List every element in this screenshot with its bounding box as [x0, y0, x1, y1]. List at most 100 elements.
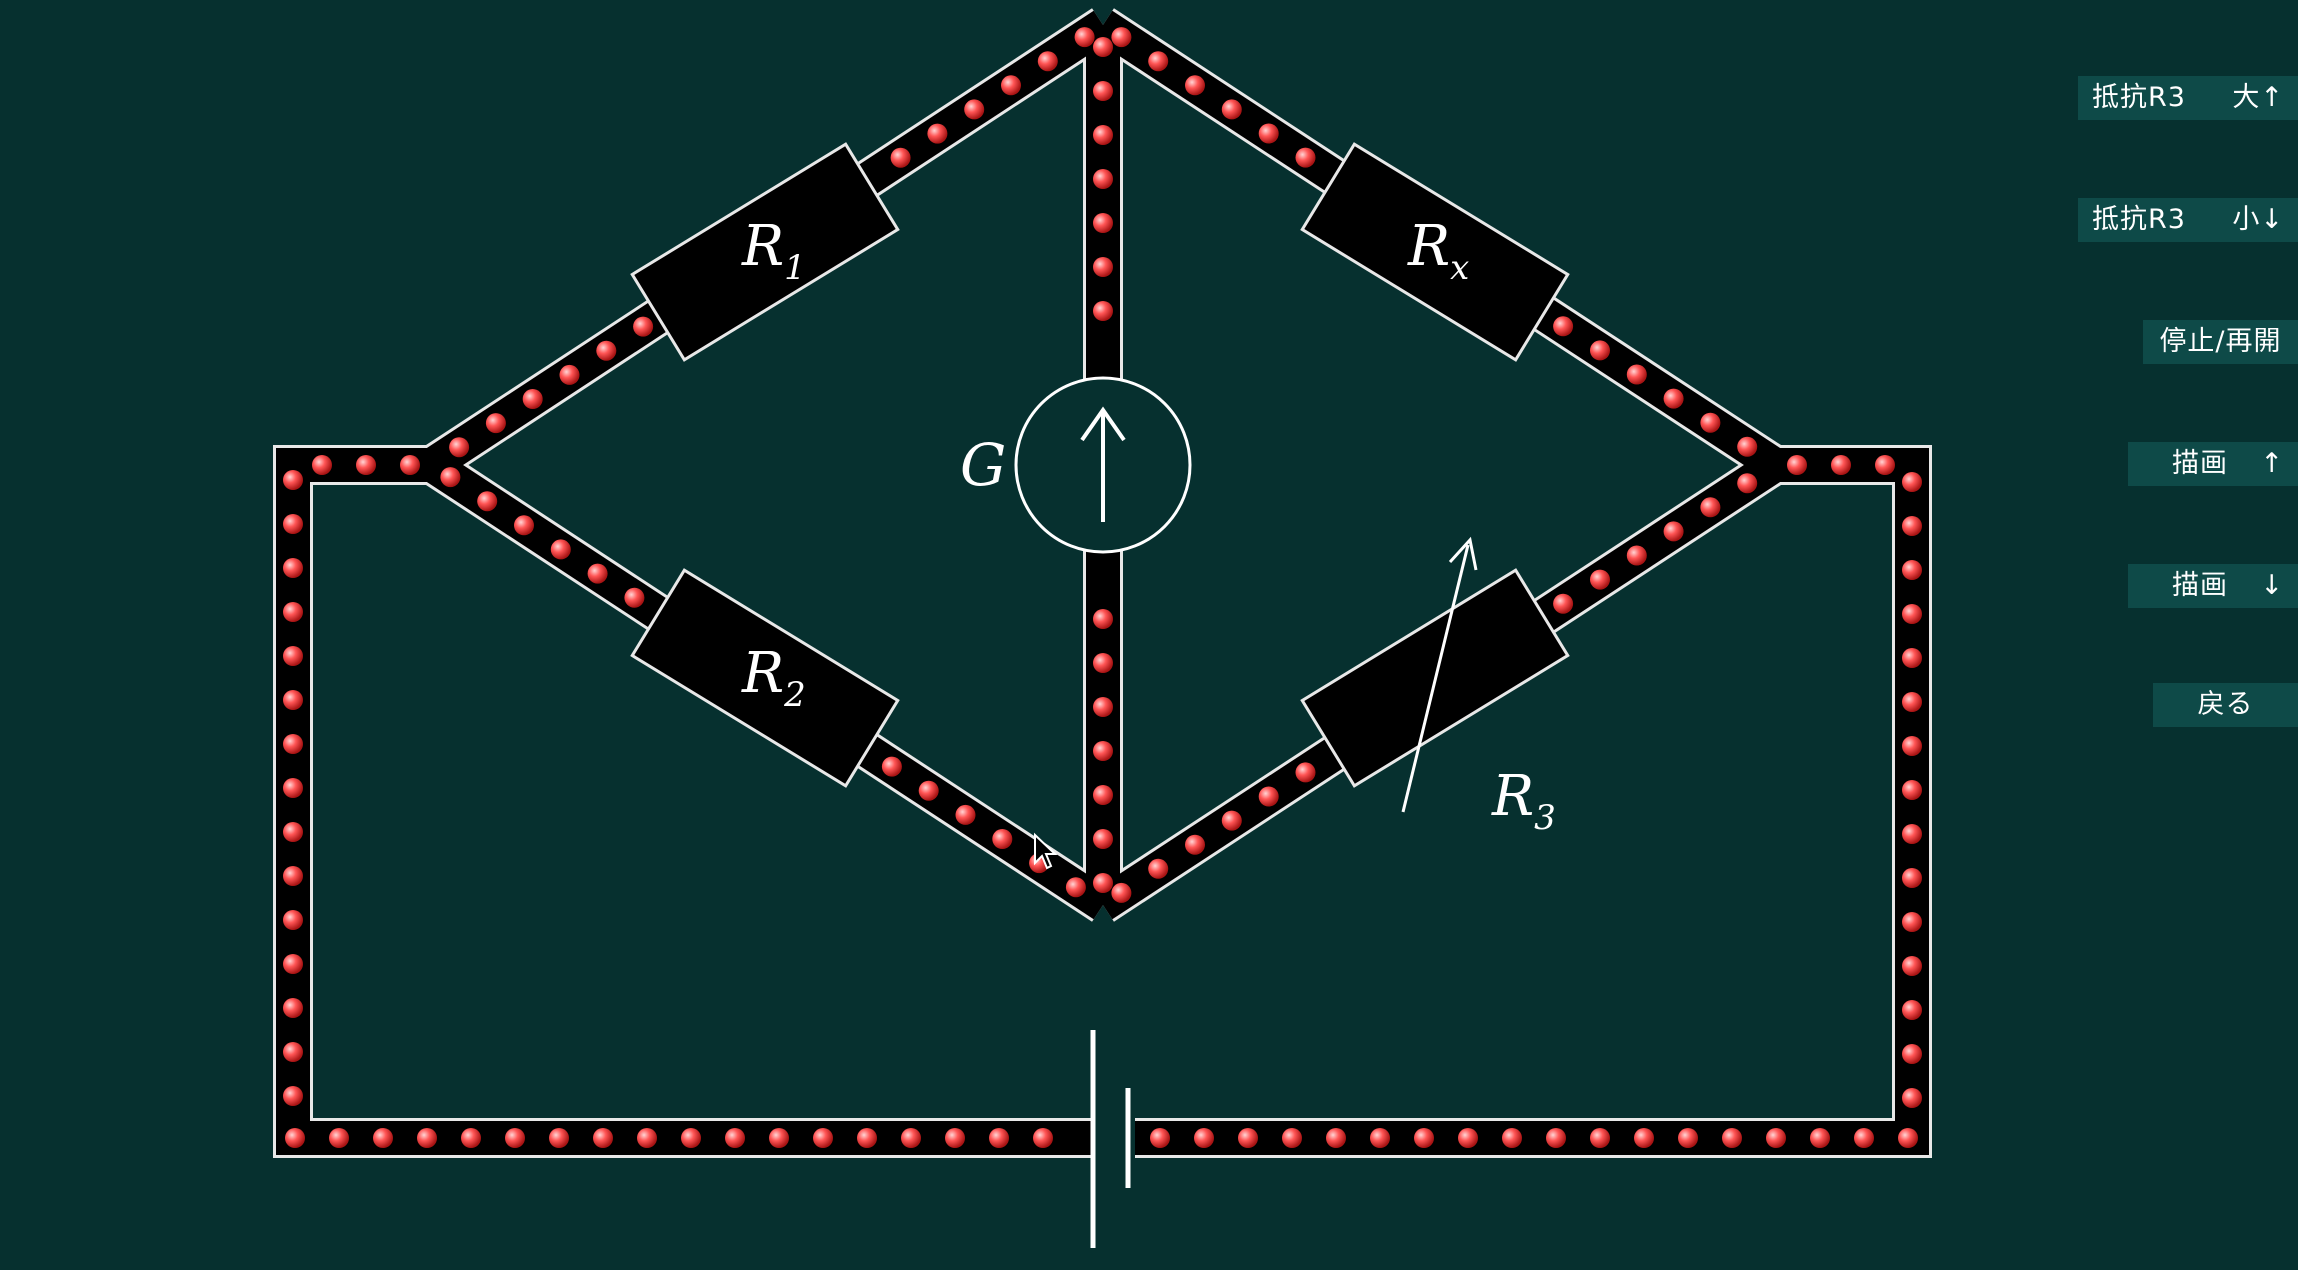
charge-particle — [1148, 51, 1169, 72]
charge-particle — [283, 514, 303, 534]
charge-particle — [1663, 521, 1684, 542]
charge-particle — [927, 123, 948, 144]
charge-particle — [1787, 455, 1807, 475]
label-rx: Rx — [1407, 214, 1469, 288]
charge-particle — [449, 437, 470, 458]
charge-particle — [283, 1086, 303, 1106]
charge-particle — [329, 1128, 349, 1148]
wire-core-group — [276, 10, 1929, 1155]
charge-particle — [1093, 873, 1113, 893]
charge-particle — [283, 602, 303, 622]
charge-particle — [1295, 762, 1316, 783]
charge-particle — [549, 1128, 569, 1148]
decrease-r3-button[interactable]: 抵抗R3 小↓ — [2078, 198, 2298, 242]
charge-particle — [522, 389, 543, 409]
down-arrow-icon: ↓ — [2260, 570, 2284, 601]
pause-resume-label: 停止/再開 — [2159, 326, 2282, 357]
charge-particle — [417, 1128, 437, 1148]
charge-particle — [1111, 882, 1132, 903]
charge-particle — [637, 1128, 657, 1148]
charge-particle — [1902, 560, 1922, 580]
charge-particle — [505, 1128, 525, 1148]
charge-particle — [1553, 316, 1574, 337]
charge-particle — [1902, 648, 1922, 668]
charge-particle — [1093, 829, 1113, 849]
charge-particle — [1093, 697, 1113, 717]
label-r1: R1 — [741, 214, 806, 288]
charge-particle — [283, 778, 303, 798]
charge-particle — [1238, 1128, 1258, 1148]
charge-particle — [1148, 858, 1169, 879]
charge-particle — [283, 1042, 303, 1062]
charge-particle — [1546, 1128, 1566, 1148]
charge-particle — [725, 1128, 745, 1148]
charge-particle — [992, 829, 1013, 849]
charge-particle — [1150, 1128, 1170, 1148]
charge-particle — [485, 413, 506, 434]
charge-particle — [1902, 868, 1922, 888]
charge-particle — [283, 866, 303, 886]
charge-particle — [945, 1128, 965, 1148]
charge-particle — [1093, 125, 1113, 145]
charge-particle — [477, 491, 498, 512]
charge-particle — [285, 1128, 305, 1148]
charge-particle — [1590, 340, 1610, 361]
charge-particle — [901, 1128, 921, 1148]
charge-particle — [1093, 37, 1113, 57]
charge-particle — [633, 316, 654, 337]
charge-particle — [1185, 75, 1205, 96]
decrease-r3-label: 抵抗R3 — [2092, 204, 2186, 235]
label-r3: R3 — [1491, 764, 1556, 838]
back-button[interactable]: 戻る — [2153, 683, 2298, 727]
charge-particle — [1326, 1128, 1346, 1148]
charge-particle — [881, 756, 902, 777]
charge-particle — [1221, 99, 1242, 120]
charge-particle — [1093, 653, 1113, 673]
charge-particle — [461, 1128, 481, 1148]
charge-particle — [1898, 1128, 1918, 1148]
charge-particle — [1093, 169, 1113, 189]
charge-particle — [559, 364, 580, 385]
galvanometer-label: G — [960, 431, 1006, 499]
charge-particle — [283, 690, 303, 710]
charge-particle — [769, 1128, 789, 1148]
charge-particle — [400, 455, 420, 475]
charge-particle — [1902, 824, 1922, 844]
charge-particle — [1902, 912, 1922, 932]
draw-up-button[interactable]: 描画 ↑ — [2128, 442, 2298, 486]
battery-icon — [1090, 1030, 1135, 1248]
charge-particle — [283, 822, 303, 842]
up-arrow-icon: ↑ — [2260, 448, 2284, 479]
charge-particle — [918, 780, 939, 801]
charge-particle — [1678, 1128, 1698, 1148]
charge-particle — [1590, 1128, 1610, 1148]
pause-resume-button[interactable]: 停止/再開 — [2143, 320, 2298, 364]
charge-particle — [1902, 1044, 1922, 1064]
charge-particle — [1093, 741, 1113, 761]
increase-r3-button[interactable]: 抵抗R3 大↑ — [2078, 76, 2298, 120]
charge-particle — [1902, 1000, 1922, 1020]
charge-particle — [1902, 472, 1922, 492]
charge-particle — [857, 1128, 877, 1148]
charge-particle — [1626, 545, 1647, 566]
charge-particle — [593, 1128, 613, 1148]
charge-particle — [283, 558, 303, 578]
charge-particle — [596, 340, 617, 361]
resistor-rx — [1300, 142, 1570, 362]
charge-particle — [1700, 497, 1721, 518]
charge-particle — [283, 998, 303, 1018]
charge-particle — [440, 467, 461, 488]
draw-down-button[interactable]: 描画 ↓ — [2128, 564, 2298, 608]
charge-particle — [1111, 27, 1132, 48]
charge-particle — [1001, 75, 1021, 96]
charge-particle — [1093, 785, 1113, 805]
charge-particle — [681, 1128, 701, 1148]
charge-particle — [283, 470, 303, 490]
charge-particle — [356, 455, 376, 475]
charge-particle — [989, 1128, 1009, 1148]
charge-particle — [1737, 436, 1758, 457]
charge-particle — [1258, 786, 1279, 807]
charge-particle — [1902, 780, 1922, 800]
charge-particle — [283, 646, 303, 666]
